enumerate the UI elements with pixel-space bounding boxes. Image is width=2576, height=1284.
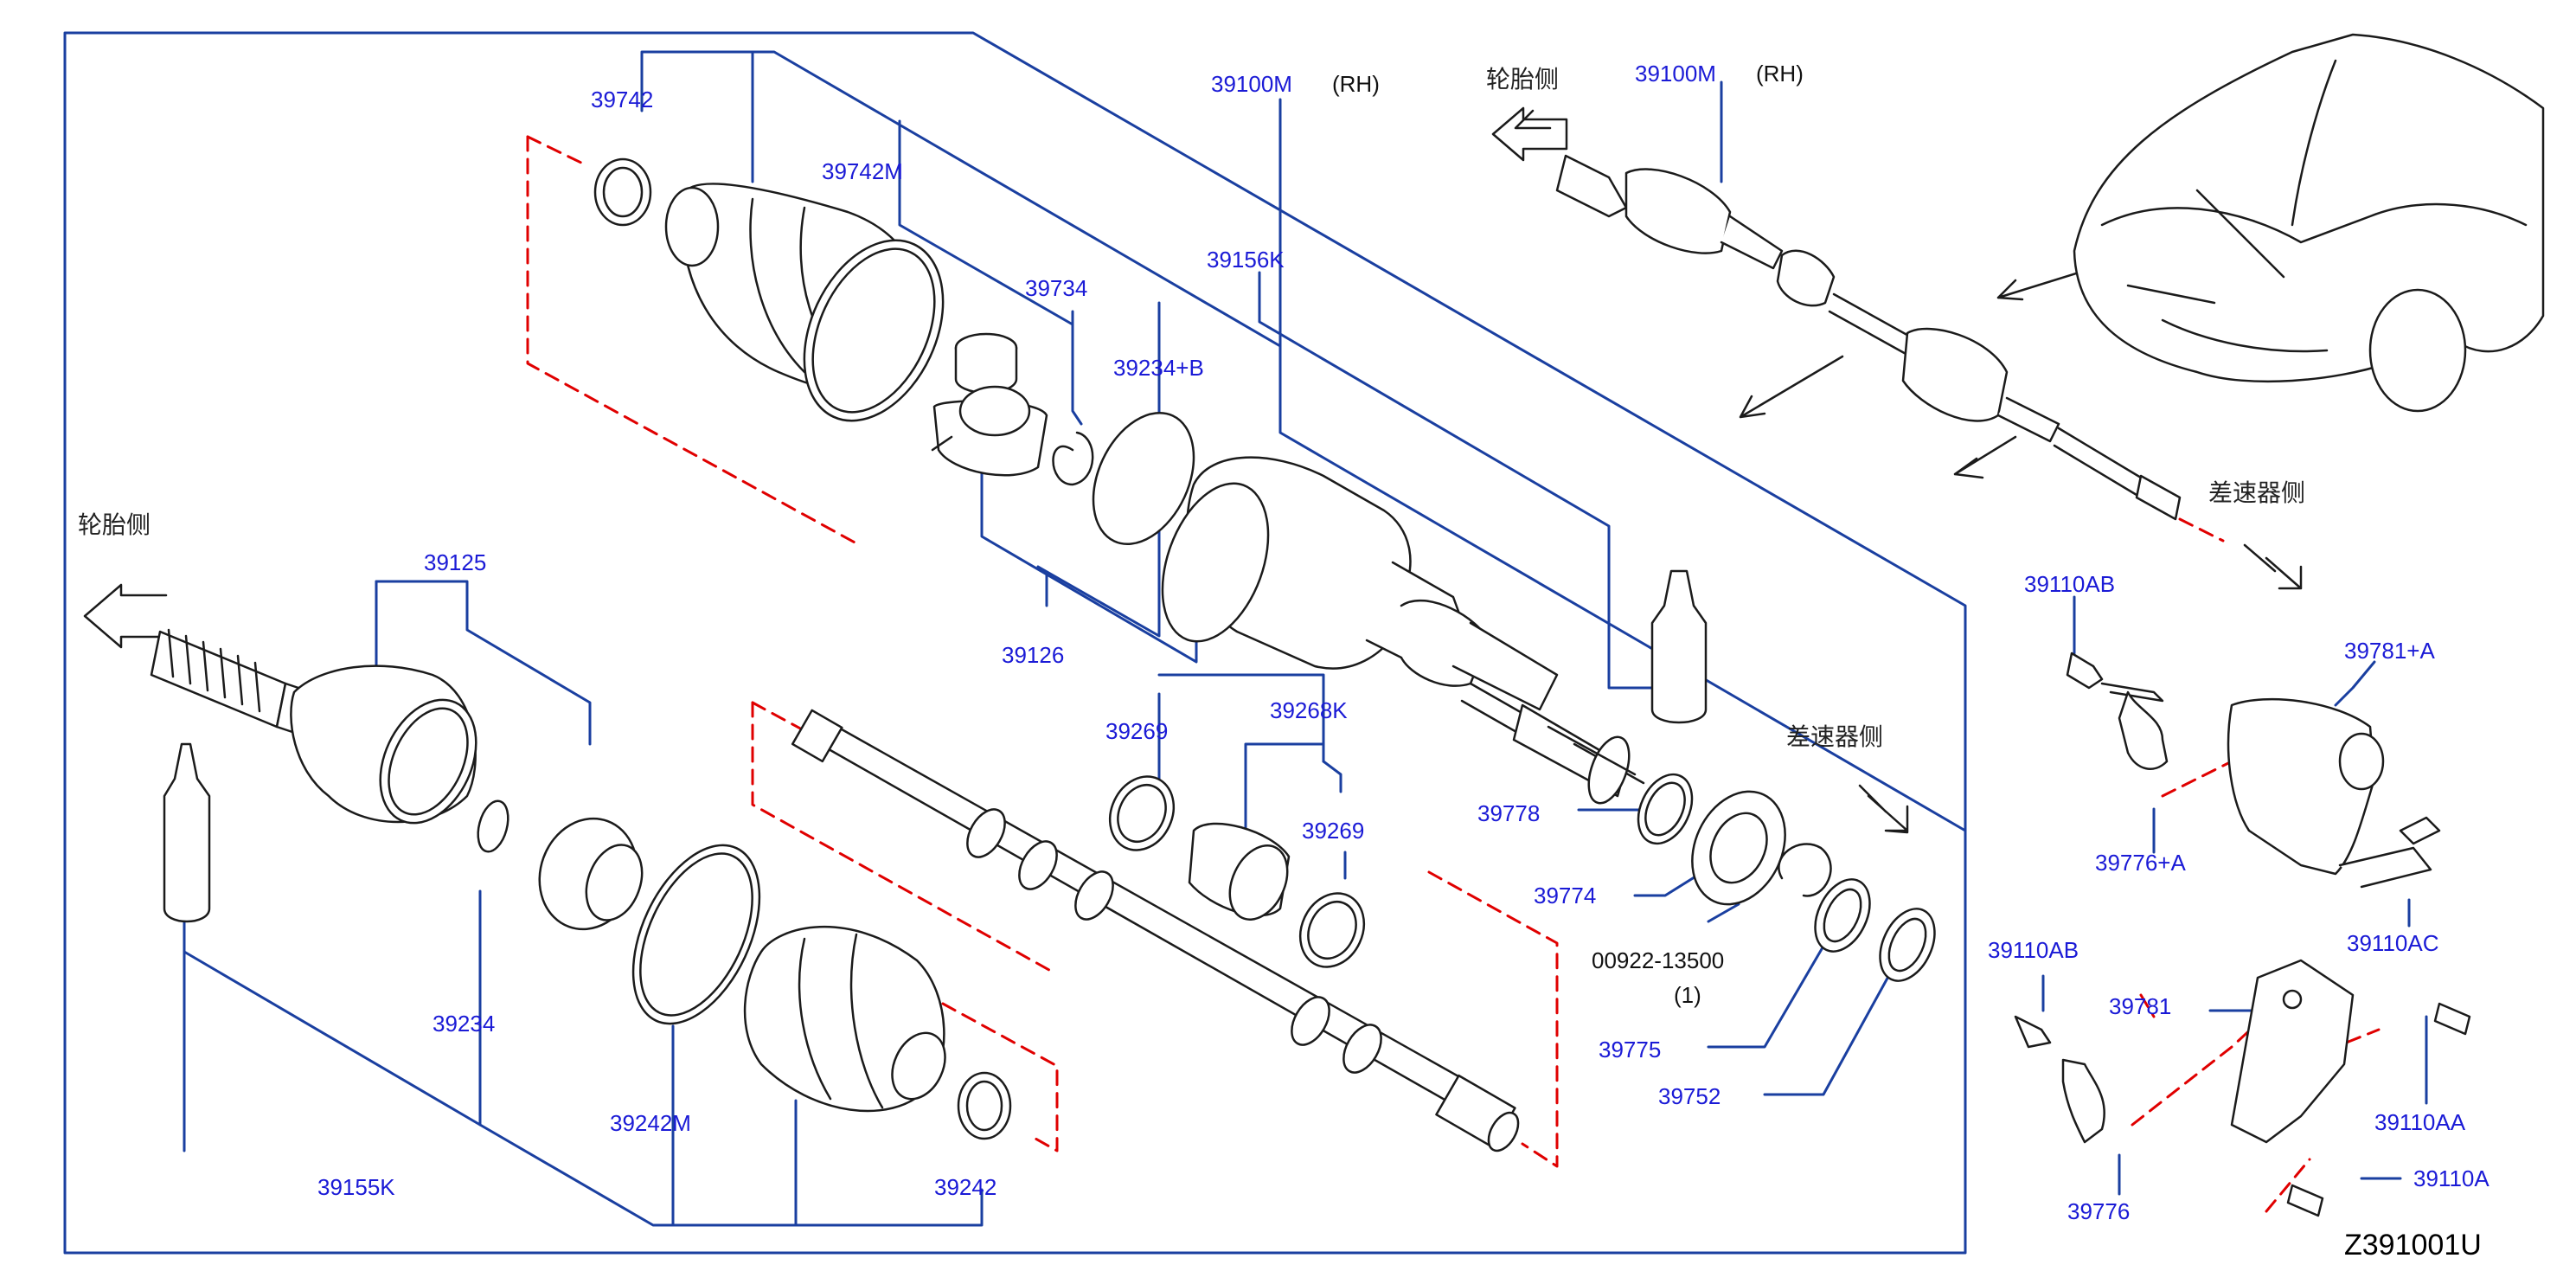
- part-drawings: [150, 33, 2545, 1152]
- callout-39234[interactable]: 39234: [433, 1011, 496, 1037]
- callout-39110AB-lower[interactable]: 39110AB: [1988, 937, 2079, 963]
- side-note-rh-right: (RH): [1756, 61, 1804, 87]
- callout-39734[interactable]: 39734: [1025, 275, 1088, 301]
- callout-39268K[interactable]: 39268K: [1270, 697, 1348, 723]
- callout-39234-b[interactable]: 39234+B: [1113, 355, 1204, 381]
- callout-39774[interactable]: 39774: [1534, 883, 1597, 908]
- callout-39781[interactable]: 39781: [2109, 993, 2172, 1019]
- callout-39125[interactable]: 39125: [424, 549, 487, 575]
- leader-lines: [183, 50, 2428, 1227]
- callout-39156K[interactable]: 39156K: [1207, 247, 1285, 273]
- callout-39110AA[interactable]: 39110AA: [2374, 1109, 2466, 1135]
- callout-39110A[interactable]: 39110A: [2413, 1165, 2489, 1191]
- callout-39742M[interactable]: 39742M: [822, 158, 903, 184]
- callout-39269-right[interactable]: 39269: [1302, 818, 1365, 844]
- side-note-rh-top: (RH): [1332, 71, 1380, 97]
- callout-39100M-rh[interactable]: 39100M: [1635, 61, 1716, 87]
- direction-arrows: [83, 106, 2303, 834]
- callout-39752[interactable]: 39752: [1658, 1083, 1721, 1109]
- bracket-drawings: [2014, 652, 2471, 1217]
- callout-39242M[interactable]: 39242M: [610, 1110, 691, 1136]
- callout-00922-13500[interactable]: 00922-13500: [1592, 947, 1725, 973]
- callout-39742[interactable]: 39742: [591, 87, 654, 112]
- note-wheel-side-left: 轮胎侧: [78, 510, 151, 539]
- callout-39269-left[interactable]: 39269: [1105, 718, 1169, 744]
- callout-39110AB-upper[interactable]: 39110AB: [2024, 571, 2116, 597]
- note-diff-side-center: 差速器侧: [1786, 722, 1884, 751]
- frame-outline: [63, 31, 1967, 1255]
- diagram-code: Z391001U: [2344, 1229, 2482, 1262]
- callout-39776-a[interactable]: 39776+A: [2095, 850, 2186, 876]
- quantity-note: (1): [1674, 982, 1701, 1008]
- callout-39126[interactable]: 39126: [1002, 642, 1065, 668]
- callout-39778[interactable]: 39778: [1477, 800, 1541, 826]
- note-diff-side-right: 差速器侧: [2208, 478, 2306, 507]
- callout-39776[interactable]: 39776: [2067, 1198, 2131, 1224]
- callout-39775[interactable]: 39775: [1599, 1037, 1662, 1063]
- callout-39100M-top[interactable]: 39100M: [1211, 71, 1292, 97]
- callout-39155K[interactable]: 39155K: [317, 1174, 395, 1200]
- callout-39110AC[interactable]: 39110AC: [2347, 930, 2439, 956]
- note-wheel-side-top: 轮胎侧: [1486, 65, 1560, 93]
- callout-39242[interactable]: 39242: [934, 1174, 997, 1200]
- callout-39781-a[interactable]: 39781+A: [2344, 638, 2435, 664]
